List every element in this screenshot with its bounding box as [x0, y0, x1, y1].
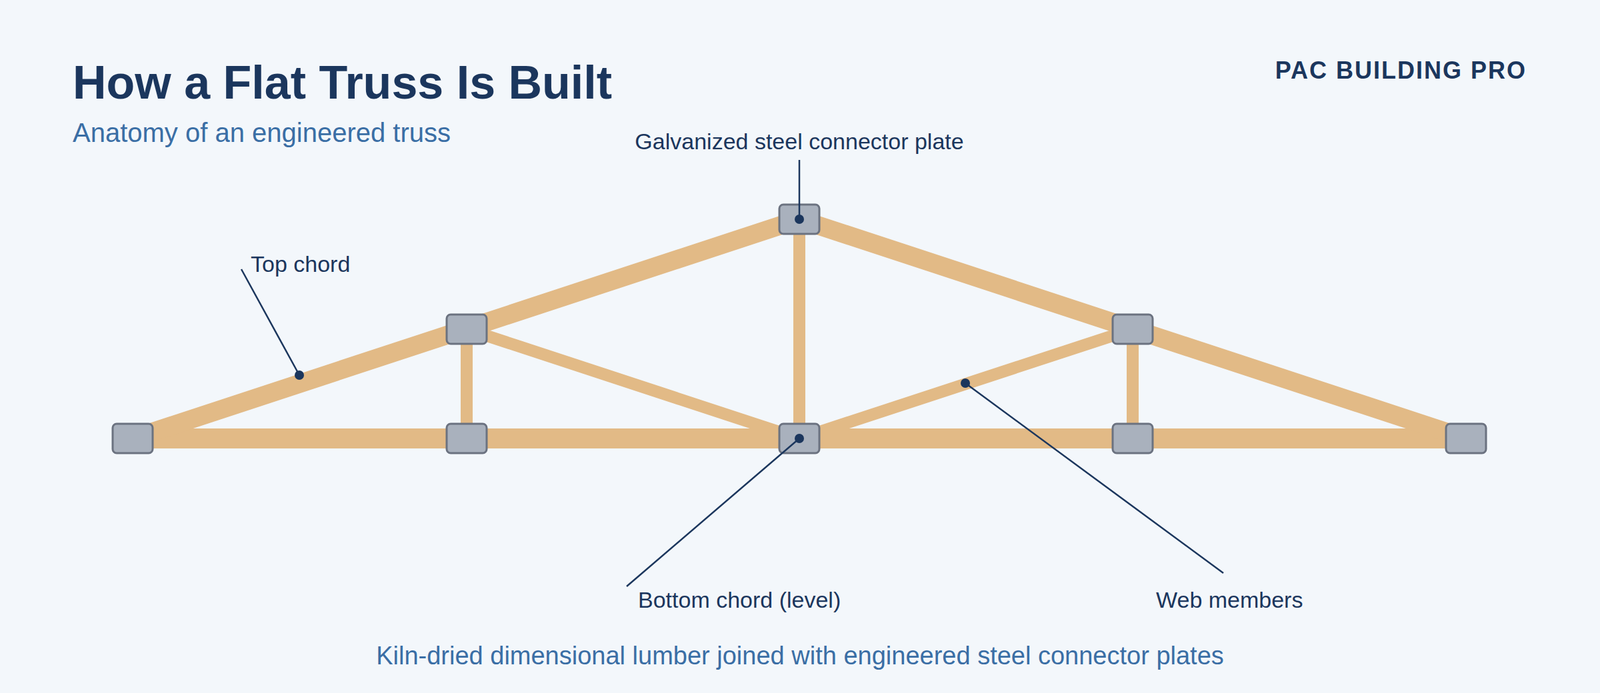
web-member [466, 329, 800, 439]
part-label: Top chord [250, 251, 350, 278]
connector-plate [112, 424, 153, 454]
leader-dot [794, 434, 804, 444]
leader-dot [960, 378, 970, 388]
page-title: How a Flat Truss Is Built [72, 56, 612, 110]
leader-line [965, 383, 1224, 574]
web-member [799, 329, 1133, 439]
connector-plate [446, 424, 487, 454]
part-label: Bottom chord (level) [638, 587, 841, 614]
leader-dot [294, 370, 304, 380]
part-label: Web members [1156, 587, 1303, 614]
connector-plate [1112, 314, 1153, 344]
leader-dot [794, 214, 804, 224]
leader-line [798, 160, 801, 220]
brand-mark: PAC BUILDING PRO [1275, 56, 1527, 85]
subtitle: Anatomy of an engineered truss [72, 118, 451, 148]
connector-plate [446, 314, 487, 344]
connector-plate [779, 424, 820, 454]
top-chord [799, 219, 1466, 439]
top-chord [132, 219, 800, 439]
caption: Kiln-dried dimensional lumber joined wit… [376, 642, 1224, 671]
part-label: Galvanized steel connector plate [634, 128, 964, 155]
connector-plate [1112, 424, 1153, 454]
web-member [793, 219, 806, 439]
connector-plate [1446, 424, 1486, 454]
leader-line [241, 269, 300, 376]
web-member [460, 329, 473, 439]
leader-line [626, 438, 800, 587]
web-member [1126, 329, 1139, 439]
